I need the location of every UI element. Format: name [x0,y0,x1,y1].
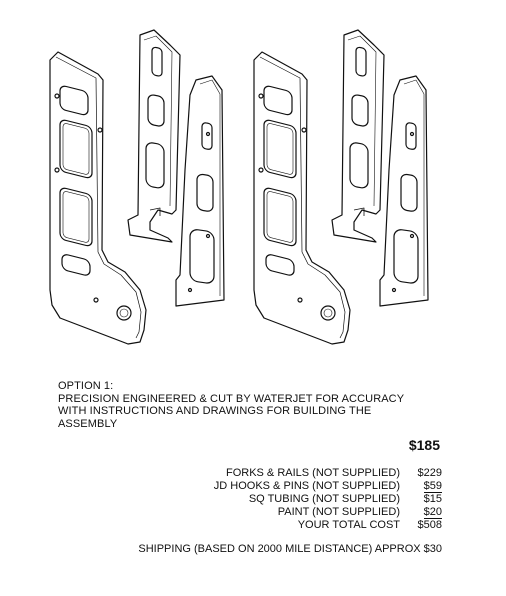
right-part-set [253,29,429,345]
total-cost-row: YOUR TOTAL COST $508 [214,519,442,532]
option-line: ASSEMBLY [58,417,118,430]
option-description: OPTION 1: PRECISION ENGINEERED & CUT BY … [58,380,458,430]
option-line: WITH INSTRUCTIONS AND DRAWINGS FOR BUILD… [58,405,372,417]
rail-left-short [175,75,225,307]
cost-amount: $59 [423,480,442,493]
rail-right-tall [331,29,385,243]
total-cost-amount: $508 [417,519,442,531]
cost-label: FORKS & RAILS (NOT SUPPLIED) [225,467,400,479]
cost-amount: $229 [417,467,442,479]
cost-row: FORKS & RAILS (NOT SUPPLIED) $229 [214,467,442,480]
cost-amount: $20 [423,506,442,519]
parts-line-drawing [49,29,429,345]
cost-amount: $15 [423,493,442,505]
cost-breakdown: FORKS & RAILS (NOT SUPPLIED) $229 JD HOO… [214,467,442,532]
option-line: PRECISION ENGINEERED & CUT BY WATERJET F… [58,392,405,405]
cost-label: SQ TUBING (NOT SUPPLIED) [248,493,400,505]
cost-row: SQ TUBING (NOT SUPPLIED) $15 [214,493,442,506]
shipping-note: SHIPPING (BASED ON 2000 MILE DISTANCE) A… [138,543,442,555]
side-plate-right [253,51,351,345]
option-price: $185 [408,437,440,453]
option-heading: OPTION 1: [58,380,114,392]
cost-row: PAINT (NOT SUPPLIED) $20 [214,506,442,519]
cost-row: JD HOOKS & PINS (NOT SUPPLIED) $59 [214,480,442,493]
side-plate-left [49,51,147,345]
cost-label: PAINT (NOT SUPPLIED) [277,506,400,518]
rail-right-short [379,75,429,307]
cost-label: JD HOOKS & PINS (NOT SUPPLIED) [213,480,400,492]
rail-left-tall [127,29,181,243]
left-part-set [49,29,225,345]
total-cost-label: YOUR TOTAL COST [297,519,400,531]
